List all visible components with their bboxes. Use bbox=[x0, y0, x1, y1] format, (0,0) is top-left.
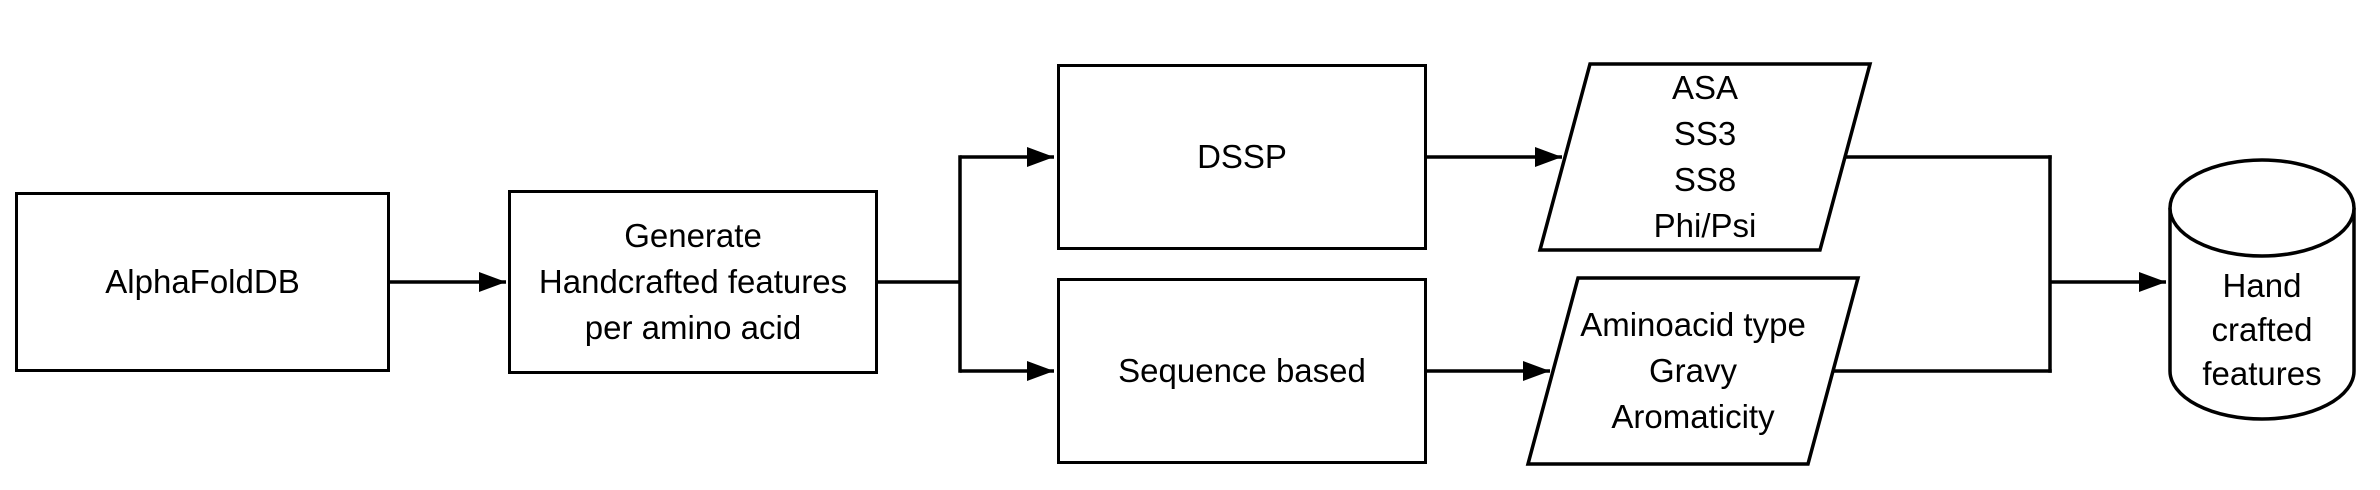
dssp-output-asa: ASA bbox=[1671, 69, 1739, 106]
hand-crafted-line-3: features bbox=[2202, 355, 2322, 392]
sequence-output-aromaticity: Aromaticity bbox=[1611, 398, 1775, 435]
sequence-based-label: Sequence based bbox=[1118, 352, 1366, 389]
alphafolddb-label: AlphaFoldDB bbox=[105, 263, 300, 300]
hand-crafted-line-2: crafted bbox=[2211, 311, 2313, 348]
generate-label-line-1: Generate bbox=[624, 217, 762, 254]
alphafolddb-node: AlphaFoldDB bbox=[15, 192, 390, 372]
hand-crafted-line-1: Hand bbox=[2222, 267, 2302, 304]
sequence-outputs-node: Aminoacid type Gravy Aromaticity bbox=[1553, 278, 1833, 464]
hand-crafted-features-node: Hand crafted features bbox=[2170, 248, 2354, 412]
sequence-output-gravy: Gravy bbox=[1648, 352, 1737, 389]
database-cylinder-body bbox=[2168, 208, 2356, 421]
dssp-outputs-node: ASA SS3 SS8 Phi/Psi bbox=[1565, 64, 1845, 250]
generate-label-line-3: per amino acid bbox=[584, 309, 802, 346]
database-cylinder-top bbox=[2168, 158, 2356, 258]
dssp-label: DSSP bbox=[1197, 138, 1287, 175]
dssp-output-phi-psi: Phi/Psi bbox=[1653, 207, 1757, 244]
dssp-output-ss3: SS3 bbox=[1673, 115, 1737, 152]
generate-features-node: Generate Handcrafted features per amino … bbox=[508, 190, 878, 374]
generate-label-line-2: Handcrafted features bbox=[538, 263, 848, 300]
sequence-output-aminoacid-type: Aminoacid type bbox=[1580, 306, 1806, 343]
sequence-outputs-parallelogram bbox=[1525, 276, 1861, 466]
sequence-based-node: Sequence based bbox=[1057, 278, 1427, 464]
dssp-outputs-parallelogram bbox=[1537, 62, 1873, 252]
dssp-output-ss8: SS8 bbox=[1673, 161, 1737, 198]
dssp-node: DSSP bbox=[1057, 64, 1427, 250]
